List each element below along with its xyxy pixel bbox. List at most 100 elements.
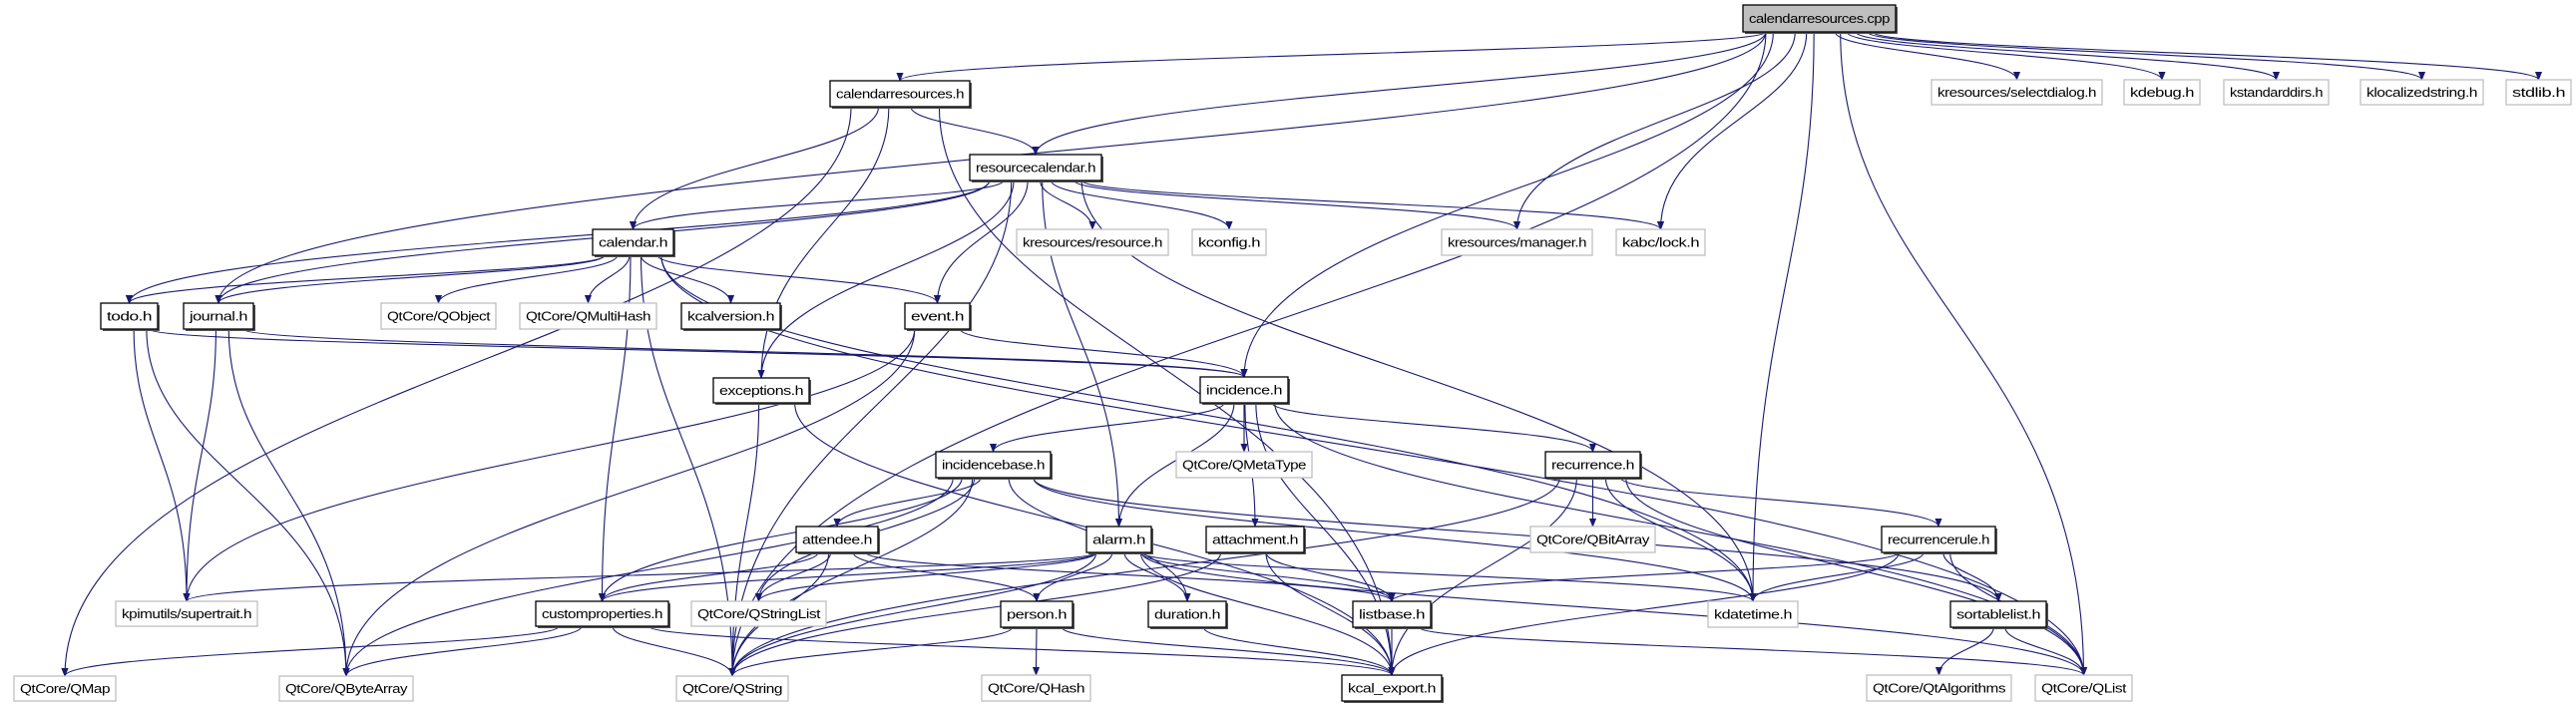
node-customproperties[interactable]: customproperties.h: [535, 600, 670, 628]
node-alarm[interactable]: alarm.h: [1085, 526, 1153, 554]
node-resourcecalendar[interactable]: resourcecalendar.h: [969, 154, 1103, 182]
node-box: [829, 80, 971, 108]
node-label: incidencebase.h: [942, 458, 1045, 473]
node-label: duration.h: [1154, 607, 1220, 622]
node-label: kdebug.h: [2130, 85, 2194, 100]
node-label: kstandarddirs.h: [2230, 85, 2323, 100]
node-incidencebase[interactable]: incidencebase.h: [935, 451, 1053, 480]
node-person[interactable]: person.h: [1000, 600, 1074, 629]
edge-alarm-to-supertrait: [183, 551, 1097, 602]
node-recurrencerule[interactable]: recurrencerule.h: [1881, 526, 1997, 554]
node-kcal-export[interactable]: kcal_export.h: [1341, 674, 1444, 703]
node-label: QtCore/QString: [682, 681, 782, 696]
node-exceptions[interactable]: exceptions.h: [712, 377, 811, 405]
edges-layer: [61, 31, 2542, 677]
node-kconfig: kconfig.h: [1191, 228, 1267, 256]
node-recurrence[interactable]: recurrence.h: [1544, 451, 1642, 480]
node-listbase[interactable]: listbase.h: [1352, 600, 1433, 629]
node-box: [100, 302, 159, 330]
edge-recurrence-to-qstring: [728, 477, 1560, 677]
edge-customproperties-to-qmap: [61, 625, 560, 677]
node-incidence[interactable]: incidence.h: [1199, 376, 1290, 405]
edge-attachment-to-kcal_export: [1265, 551, 1396, 676]
node-label: stdlib.h: [2512, 85, 2565, 100]
node-kdatetime: kdatetime.h: [1707, 600, 1799, 628]
node-qtalgorithms: QtCore/QtAlgorithms: [1866, 674, 2012, 702]
node-box: [1707, 600, 1799, 628]
edge-recurrence-to-recurrencerule: [1619, 477, 1942, 528]
node-qstringlist: QtCore/QStringList: [690, 600, 827, 627]
node-label: calendarresources.h: [836, 87, 964, 102]
node-box: [278, 675, 414, 702]
edge-cpp-to-klocalizedstring: [1867, 31, 2425, 81]
node-calendar[interactable]: calendar.h: [592, 228, 675, 257]
node-journal[interactable]: journal.h: [183, 302, 255, 331]
edge-listbase-to-qlist: [1418, 626, 2087, 676]
node-label: event.h: [911, 309, 964, 324]
node-event[interactable]: event.h: [904, 302, 972, 331]
edge-recurrence-to-kdatetime: [1604, 477, 1757, 602]
node-box: [2505, 79, 2572, 106]
node-sortablelist[interactable]: sortablelist.h: [1949, 600, 2048, 629]
edge-duration-to-kcal_export: [1202, 626, 1396, 676]
node-label: QtCore/QBitArray: [1536, 532, 1650, 547]
edge-recurrence-to-qlist: [1625, 477, 2088, 676]
node-kdebug: kdebug.h: [2123, 79, 2201, 106]
edge-cpp-to-stdlib: [1872, 31, 2542, 81]
node-label: attachment.h: [1212, 532, 1298, 547]
node-label: kresources/resource.h: [1023, 235, 1162, 250]
node-box: [904, 302, 971, 330]
edge-calendar-to-todo: [126, 254, 606, 304]
node-qbytearray: QtCore/QByteArray: [278, 675, 414, 702]
edge-calendar-to-qmultihash: [584, 254, 631, 304]
edge-alarm-to-customproperties: [599, 551, 1097, 602]
node-box: [690, 600, 827, 627]
node-supertrait: kpimutils/supertrait.h: [115, 600, 258, 627]
edge-recurrencerule-to-listbase: [1388, 551, 1900, 602]
edge-cpp-to-kdatetime: [1749, 31, 1815, 602]
node-todo[interactable]: todo.h: [100, 302, 160, 331]
edge-cpp-to-manager: [1512, 31, 1796, 230]
edge-incidencebase-to-qbytearray: [342, 477, 954, 677]
node-kstandarddirs: kstandarddirs.h: [2223, 79, 2330, 106]
node-label: QtCore/QByteArray: [285, 681, 408, 696]
node-label: recurrencerule.h: [1888, 532, 1989, 547]
edge-event-to-supertrait: [183, 328, 916, 602]
node-label: person.h: [1007, 607, 1067, 622]
node-box: [1881, 526, 1996, 553]
node-box: [535, 600, 669, 627]
edge-calendarresources_h-to-resourcecalendar: [910, 106, 1040, 156]
node-box: [1341, 674, 1443, 702]
edge-alarm-to-person: [1033, 551, 1113, 602]
node-box: [969, 154, 1102, 181]
node-stdlib: stdlib.h: [2505, 79, 2572, 106]
node-label: calendar.h: [599, 235, 667, 250]
edge-calendar-to-journal: [215, 254, 606, 304]
node-attendee[interactable]: attendee.h: [795, 526, 880, 554]
node-label: calendarresources.cpp: [1749, 11, 1890, 26]
node-label: kcalversion.h: [687, 309, 774, 324]
node-duration[interactable]: duration.h: [1147, 600, 1228, 629]
edge-incidence-to-incidencebase: [989, 402, 1225, 453]
edge-resourcecalendar-to-todo: [126, 179, 991, 304]
node-box: [1931, 79, 2103, 106]
node-label: QtCore/QHash: [988, 681, 1084, 696]
node-box: [2223, 79, 2330, 106]
edge-cpp-to-selectdialog: [1834, 31, 2021, 81]
node-calendarresources-h[interactable]: calendarresources.h: [829, 80, 972, 109]
node-attachment[interactable]: attachment.h: [1205, 526, 1306, 554]
edge-alarm-to-kcal_export: [1139, 551, 1396, 676]
node-box: [1441, 228, 1593, 256]
edge-sortablelist-to-qtalgorithms: [1934, 626, 1994, 676]
edge-cpp-to-lock: [1656, 31, 1808, 230]
edge-alarm-to-kdatetime: [1140, 551, 1757, 602]
node-qmetatype: QtCore/QMetaType: [1175, 451, 1313, 479]
edge-attendee-to-person: [852, 551, 1041, 602]
edge-incidencebase-to-sortablelist: [1033, 477, 2002, 602]
node-qobject: QtCore/QObject: [380, 302, 497, 330]
edge-customproperties-to-kcal_export: [647, 625, 1396, 676]
node-box: [981, 674, 1091, 702]
node-kcalversion[interactable]: kcalversion.h: [680, 302, 782, 331]
node-label: kresources/selectdialog.h: [1937, 85, 2096, 100]
